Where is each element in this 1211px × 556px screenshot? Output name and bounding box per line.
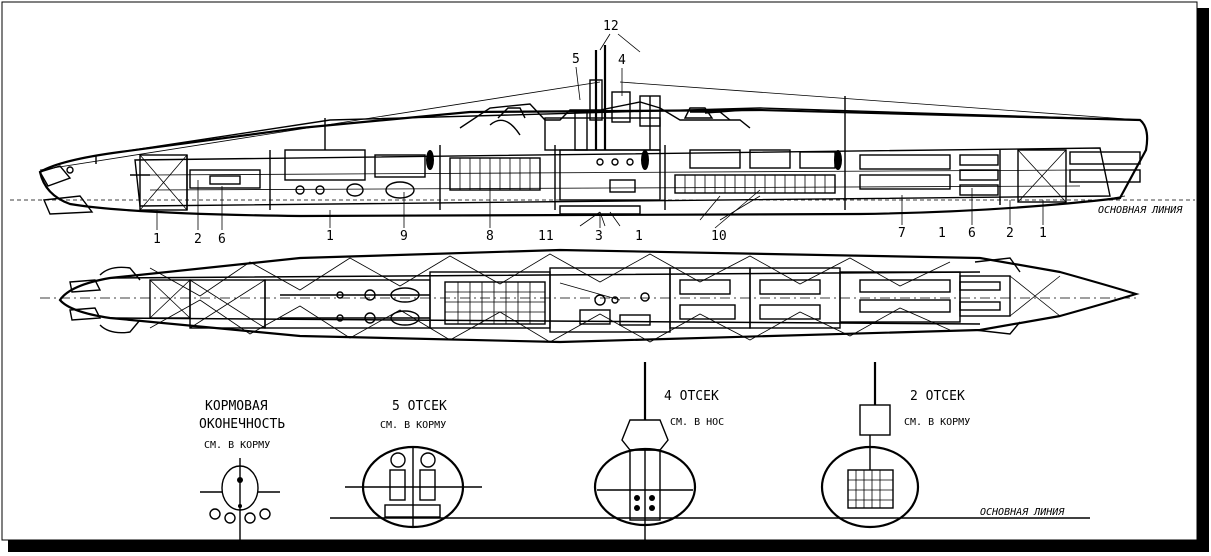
section-2-view: СМ. В КОРМУ — [904, 417, 970, 428]
callout-1: 1 — [938, 226, 946, 241]
callout-9: 9 — [400, 229, 408, 244]
callout-12: 12 — [603, 19, 619, 34]
callout-6: 6 — [218, 232, 226, 247]
callout-10: 10 — [711, 229, 727, 244]
callout-1: 1 — [326, 229, 334, 244]
callout-7: 7 — [898, 226, 906, 241]
callout-1: 1 — [1039, 226, 1047, 241]
section-5: 5 ОТСЕК СМ. В КОРМУ — [345, 399, 482, 529]
section-5-title: 5 ОТСЕК — [392, 399, 447, 414]
section-2-title: 2 ОТСЕК — [910, 389, 965, 404]
callout-2: 2 — [194, 232, 202, 247]
baseline-label-bottom: ОСНОВНАЯ ЛИНИЯ — [980, 507, 1065, 518]
side-view-callouts: 5 12 4 1 2 6 1 9 8 11 3 1 10 7 1 6 2 1 О… — [153, 19, 1183, 247]
callout-6: 6 — [968, 226, 976, 241]
section-stern-title-1: КОРМОВАЯ — [205, 399, 268, 414]
section-4-view: СМ. В НОС — [670, 417, 724, 428]
callout-2: 2 — [1006, 226, 1014, 241]
plan-view — [40, 248, 1140, 344]
callout-5: 5 — [572, 52, 580, 67]
section-2: 2 ОТСЕК СМ. В КОРМУ — [820, 362, 970, 529]
side-profile-view — [10, 45, 1195, 227]
section-stern: КОРМОВАЯ ОКОНЕЧНОСТЬ СМ. В КОРМУ — [199, 399, 285, 550]
callout-3: 3 — [595, 229, 603, 244]
section-4-title: 4 ОТСЕК — [664, 389, 719, 404]
battery-cells — [444, 281, 546, 325]
bottom-baseline: ОСНОВНАЯ ЛИНИЯ — [330, 507, 1090, 519]
baseline-label: ОСНОВНАЯ ЛИНИЯ — [1098, 205, 1183, 216]
section-stern-title-2: ОКОНЕЧНОСТЬ — [199, 417, 285, 432]
section-5-view: СМ. В КОРМУ — [380, 420, 446, 431]
callout-4: 4 — [618, 53, 626, 68]
callout-11: 11 — [538, 229, 554, 244]
callout-1: 1 — [635, 229, 643, 244]
section-4: 4 ОТСЕК СМ. В НОС — [593, 362, 724, 550]
callout-1: 1 — [153, 232, 161, 247]
callout-8: 8 — [486, 229, 494, 244]
section-stern-view: СМ. В КОРМУ — [204, 440, 270, 451]
